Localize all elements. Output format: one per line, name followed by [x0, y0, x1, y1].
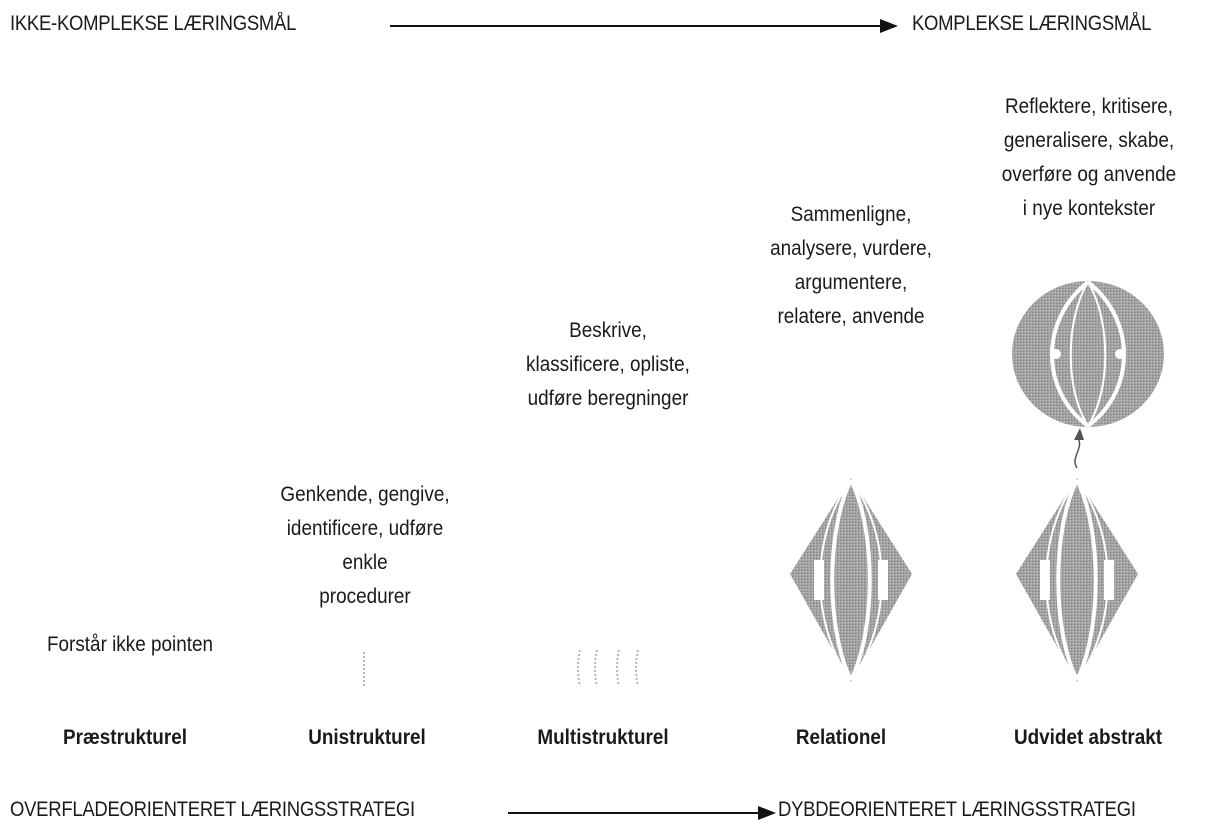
unistructural-verbs: Genkende, gengive, identificere, udføre … — [257, 478, 473, 614]
verb-line: Reflektere, kritisere, — [1004, 95, 1174, 118]
relational-structure-icon — [790, 478, 912, 682]
extended-abstract-structure-icon — [1016, 478, 1138, 682]
multistructural-verbs: Beskrive, klassificere, opliste, udføre … — [500, 314, 716, 416]
verb-line: Genkende, gengive, — [280, 483, 450, 506]
verb-line: analysere, vurdere, — [770, 237, 932, 260]
verb-line: argumentere, — [794, 271, 908, 294]
multistructural-strands-icon — [577, 649, 639, 687]
verb-line: Forstår ikke pointen — [47, 633, 213, 656]
verb-line: enkle — [342, 551, 388, 574]
verb-line: generalisere, skabe, — [1003, 129, 1175, 152]
verb-line: Beskrive, — [569, 319, 647, 342]
extended-abstract-verbs: Reflektere, kritisere, generalisere, ska… — [975, 90, 1204, 226]
bottom-axis-left-label: OVERFLADEORIENTERET LÆRINGSSTRATEGI — [10, 798, 415, 821]
level-relational: Relationel — [795, 726, 887, 749]
verb-line: overføre og anvende — [1001, 163, 1177, 186]
verb-line: identificere, udføre — [286, 517, 444, 540]
verb-line: udføre beregninger — [527, 387, 689, 410]
top-axis-right-label: KOMPLEKSE LÆRINGSMÅL — [912, 12, 1152, 35]
level-unistructural: Unistrukturel — [308, 726, 426, 749]
verb-line: Sammenligne, — [790, 203, 912, 226]
relational-verbs: Sammenligne, analysere, vurdere, argumen… — [740, 198, 961, 334]
bottom-axis-arrow — [508, 806, 776, 820]
extended-abstract-sphere-icon — [1012, 280, 1164, 428]
verb-line: i nye kontekster — [1022, 197, 1156, 220]
level-extended-abstract: Udvidet abstrakt — [1013, 726, 1163, 749]
verb-line: relatere, anvende — [777, 305, 925, 328]
level-multistructural: Multistrukturel — [537, 726, 669, 749]
top-axis-left-label: IKKE-KOMPLEKSE LÆRINGSMÅL — [10, 12, 297, 35]
verb-line: klassificere, opliste, — [526, 353, 690, 376]
bottom-axis-right-label: DYBDEORIENTERET LÆRINGSSTRATEGI — [778, 798, 1136, 821]
transfer-arrow-icon — [1074, 428, 1084, 469]
level-prestructural: Præstrukturel — [63, 726, 187, 749]
verb-line: procedurer — [319, 585, 411, 608]
top-axis-arrow — [390, 19, 898, 33]
prestructural-verbs: Forstår ikke pointen — [22, 628, 238, 662]
